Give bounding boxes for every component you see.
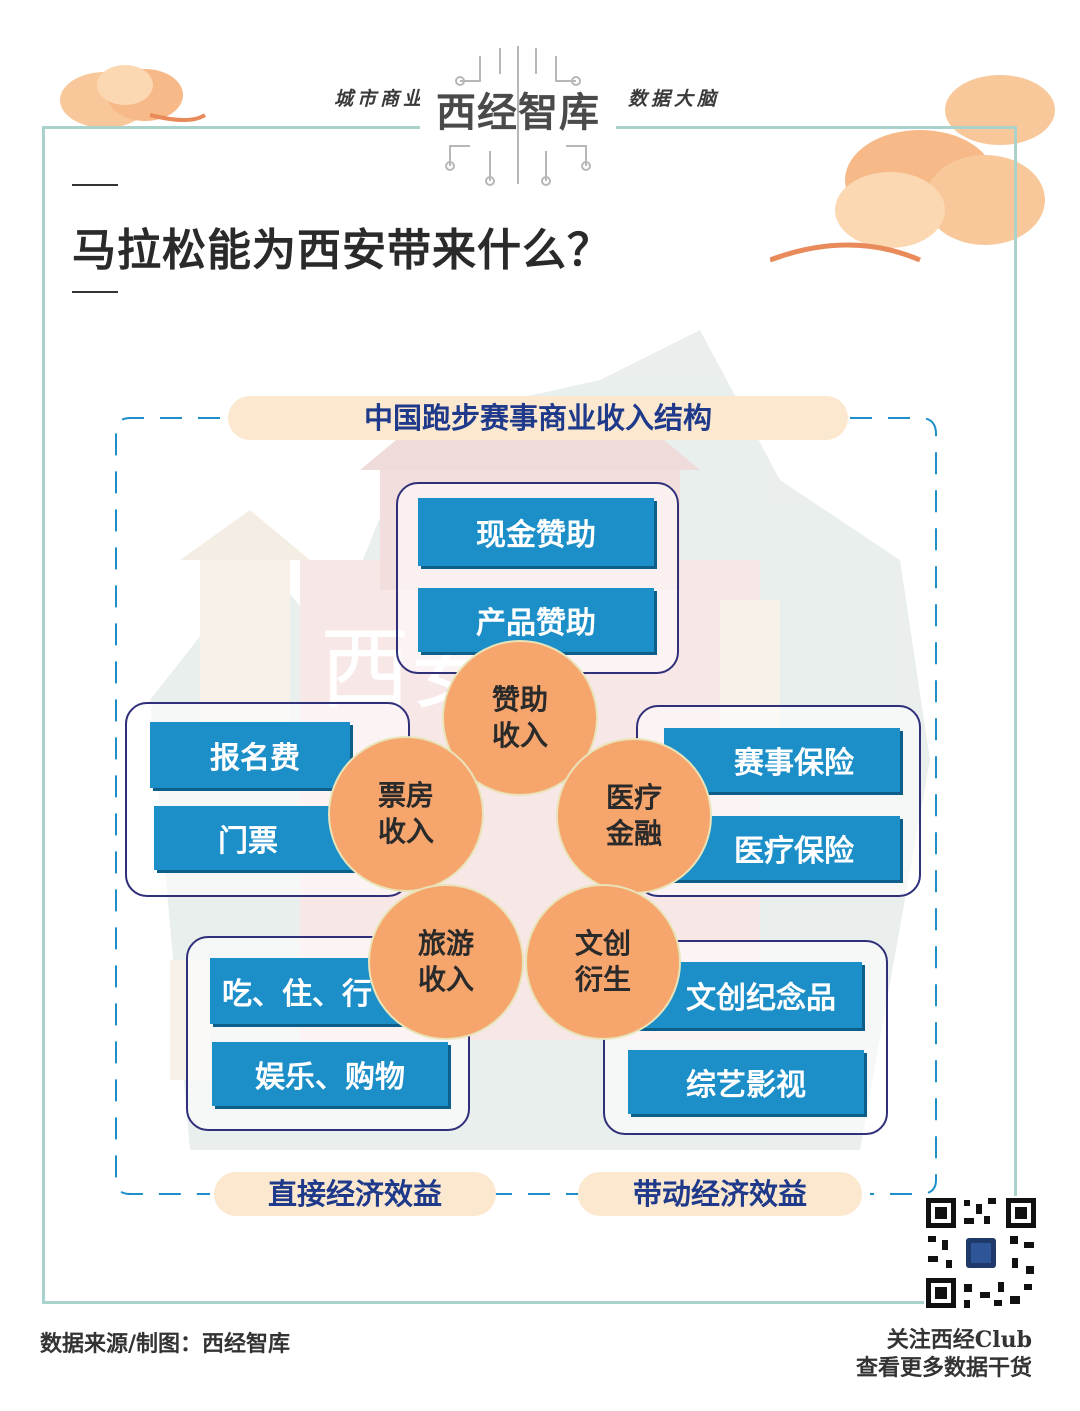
box-ticket-label: 门票 <box>218 824 278 859</box>
diagram-heading: 中国跑步赛事商业收入结构 <box>228 396 848 440</box>
qr-code-icon[interactable] <box>924 1196 1038 1310</box>
circle-sponsorship-line2: 收入 <box>491 719 548 752</box>
box-cash-sponsor: 现金赞助 <box>418 498 654 566</box>
circle-tourism-line2: 收入 <box>417 963 474 996</box>
box-cash-sponsor-label: 现金赞助 <box>476 518 596 553</box>
cloud-decoration-left <box>60 65 207 128</box>
circle-sponsorship-line1: 赞助 <box>491 683 548 716</box>
circle-creative-line1: 文创 <box>574 927 631 960</box>
box-food-stay-travel-label: 吃、住、行 <box>222 977 372 1012</box>
title-rule-bottom <box>72 291 118 293</box>
circle-creative-line2: 衍生 <box>574 963 631 996</box>
circle-medical-line1: 医疗 <box>605 781 662 814</box>
box-variety-film-label: 综艺影视 <box>686 1068 806 1103</box>
circle-ticket-income: 票房 收入 <box>328 736 484 892</box>
box-registration-fee-label: 报名费 <box>210 741 300 776</box>
brand-backdrop <box>420 36 616 194</box>
circle-ticket-line2: 收入 <box>377 815 434 848</box>
box-product-sponsor-label: 产品赞助 <box>476 606 596 641</box>
circle-ticket-line1: 票房 <box>377 779 434 812</box>
box-souvenirs-label: 文创纪念品 <box>686 981 836 1016</box>
circle-medical-finance: 医疗 金融 <box>556 738 712 894</box>
header-slogan-right: 数据大脑 <box>628 88 721 110</box>
circle-creative-derivatives: 文创 衍生 <box>525 884 681 1040</box>
header-slogan-left: 城市商业 <box>334 88 427 110</box>
follow-line-2: 查看更多数据干货 <box>855 1355 1032 1381</box>
box-ticket: 门票 <box>154 806 354 870</box>
box-event-insurance-label: 赛事保险 <box>734 746 854 781</box>
label-indirect-benefit: 带动经济效益 <box>578 1172 862 1216</box>
box-variety-film: 综艺影视 <box>628 1050 864 1114</box>
box-entertainment-shopping-label: 娱乐、购物 <box>255 1060 405 1095</box>
circle-medical-line2: 金融 <box>605 817 662 850</box>
dashed-outline <box>115 417 937 1195</box>
title-rule-top <box>72 184 118 186</box>
page-title: 马拉松能为西安带来什么？ <box>72 225 612 276</box>
source-credit: 数据来源/制图：西经智库 <box>40 1331 291 1357</box>
brand-logo-text: 西经智库 <box>436 89 600 136</box>
circle-tourism-income: 旅游 收入 <box>368 884 524 1040</box>
box-medical-insurance-label: 医疗保险 <box>734 834 854 869</box>
box-entertainment-shopping: 娱乐、购物 <box>212 1042 448 1106</box>
circuit-brain-icon <box>445 46 591 186</box>
label-direct-benefit: 直接经济效益 <box>214 1172 496 1216</box>
circle-tourism-line1: 旅游 <box>417 927 474 960</box>
box-registration-fee: 报名费 <box>150 722 350 788</box>
follow-line-1: 关注西经Club <box>886 1327 1032 1353</box>
